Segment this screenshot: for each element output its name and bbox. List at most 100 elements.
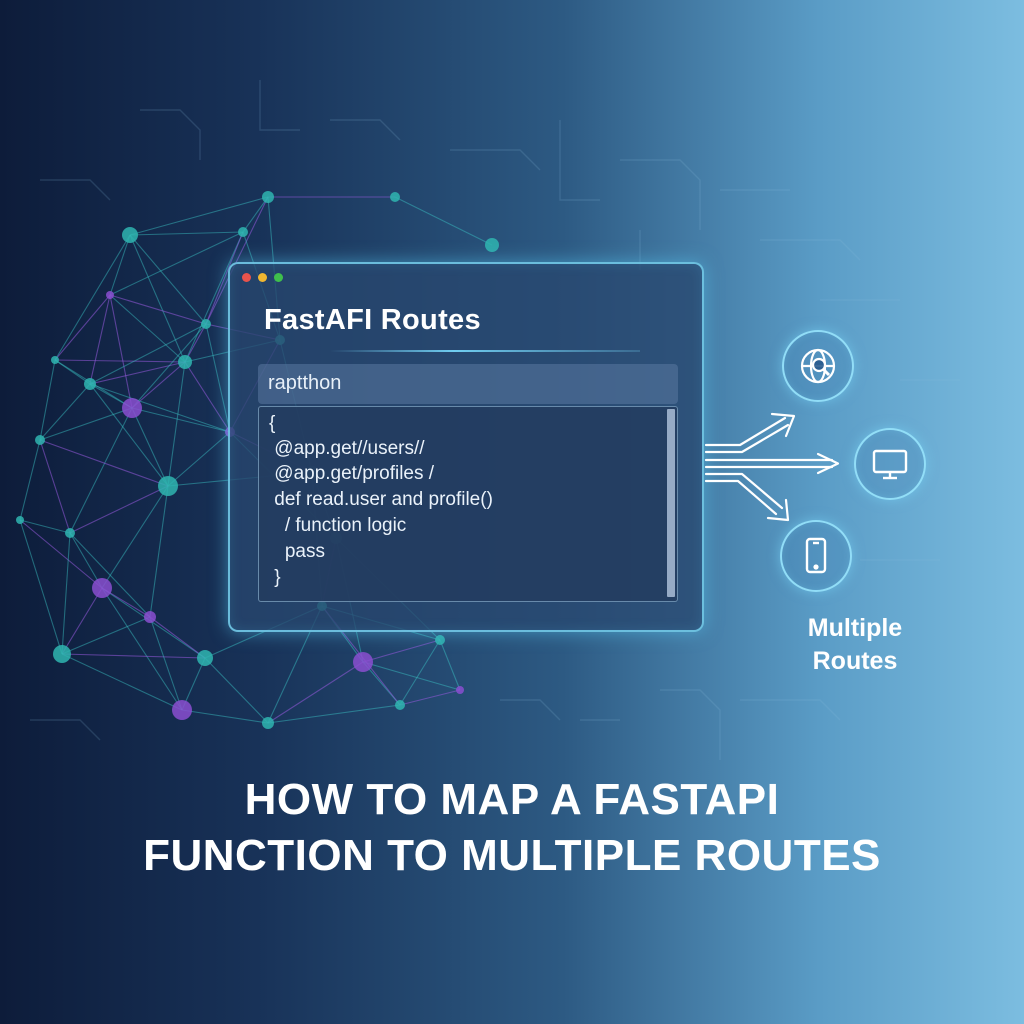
network-link [101, 485, 169, 589]
routes-caption: Multiple Routes [770, 612, 940, 678]
network-link [109, 294, 207, 325]
circuit-trace [740, 699, 841, 721]
network-link [109, 294, 186, 363]
window-maximize-button[interactable] [274, 273, 283, 282]
network-link [61, 532, 71, 655]
smartphone-icon[interactable] [780, 520, 852, 592]
network-node [353, 652, 373, 672]
network-link [399, 689, 461, 706]
network-link [149, 485, 169, 618]
window-minimize-button[interactable] [258, 273, 267, 282]
network-node [158, 476, 178, 496]
network-node [65, 528, 75, 538]
network-node [485, 238, 499, 252]
network-link [362, 661, 461, 691]
network-node [16, 516, 24, 524]
circuit-trace [30, 719, 101, 741]
arrow-down-icon [704, 472, 784, 510]
network-node [35, 435, 45, 445]
network-node [106, 291, 114, 299]
network-link [131, 407, 231, 433]
circuit-trace [140, 109, 201, 160]
circuit-trace [450, 149, 541, 171]
network-link [89, 294, 111, 385]
arrow-up-icon [704, 416, 787, 447]
network-link [109, 234, 131, 296]
code-scrollbar[interactable] [667, 409, 675, 597]
network-link [61, 653, 183, 711]
network-link [69, 407, 133, 534]
network-node [395, 700, 405, 710]
route-arrows [704, 412, 840, 522]
network-node [53, 645, 71, 663]
globe-search-icon[interactable] [782, 330, 854, 402]
network-link [19, 519, 103, 589]
network-link [129, 196, 269, 236]
code-line: @app.get/profiles / [269, 463, 435, 484]
network-link [89, 323, 207, 385]
code-line: def read.user and profile() [269, 489, 493, 510]
network-node [84, 378, 96, 390]
network-link [61, 616, 151, 655]
window-title: FastAFI Routes [264, 304, 481, 336]
network-link [184, 361, 231, 433]
network-link [267, 704, 401, 724]
network-node [92, 578, 112, 598]
network-link [205, 323, 231, 433]
network-link [69, 532, 103, 589]
network-link [39, 383, 91, 441]
network-link [129, 231, 244, 236]
network-node [51, 356, 59, 364]
network-link [362, 639, 441, 663]
network-link [167, 361, 186, 487]
network-node [201, 319, 211, 329]
network-node [262, 191, 274, 203]
network-link [129, 234, 186, 363]
code-line: / function logic [269, 515, 407, 536]
circuit-trace [620, 159, 701, 230]
code-line: { [269, 413, 276, 434]
network-link [101, 587, 206, 659]
network-link [69, 485, 169, 534]
network-link [39, 407, 133, 441]
circuit-trace [40, 179, 111, 201]
network-link [101, 587, 183, 711]
network-node [435, 635, 445, 645]
network-link [184, 231, 244, 363]
code-window: FastAFI Routes raptthon { @app.get//user… [228, 262, 704, 632]
network-node [172, 700, 192, 720]
network-link [399, 639, 441, 706]
routes-caption-line: Routes [812, 647, 898, 675]
network-link [54, 234, 131, 361]
headline-line: HOW TO MAP A FASTAPI [244, 775, 780, 824]
code-line: @app.get//users// [269, 438, 425, 459]
network-node [390, 192, 400, 202]
network-link [54, 359, 91, 385]
network-link [89, 361, 186, 385]
code-line: } [269, 567, 281, 588]
network-link [19, 439, 41, 521]
network-link [69, 532, 151, 618]
network-link [54, 359, 186, 363]
network-link [131, 323, 207, 409]
network-link [131, 361, 186, 409]
network-link [131, 407, 169, 487]
network-link [242, 196, 269, 233]
monitor-icon[interactable] [854, 428, 926, 500]
circuit-trace [559, 120, 600, 201]
circuit-trace [330, 119, 401, 141]
network-link [149, 616, 183, 711]
language-label: raptthon [268, 372, 342, 394]
network-node [122, 398, 142, 418]
network-link [39, 439, 169, 487]
window-close-button[interactable] [242, 273, 251, 282]
network-link [61, 653, 206, 659]
headline: HOW TO MAP A FASTAPI FUNCTION TO MULTIPL… [0, 772, 1024, 884]
network-node [178, 355, 192, 369]
circuit-trace [760, 239, 861, 261]
network-link [205, 231, 244, 325]
network-node [238, 227, 248, 237]
network-link [39, 359, 56, 441]
network-link [109, 231, 244, 296]
code-editor[interactable]: { @app.get//users// @app.get/profiles / … [258, 406, 678, 602]
